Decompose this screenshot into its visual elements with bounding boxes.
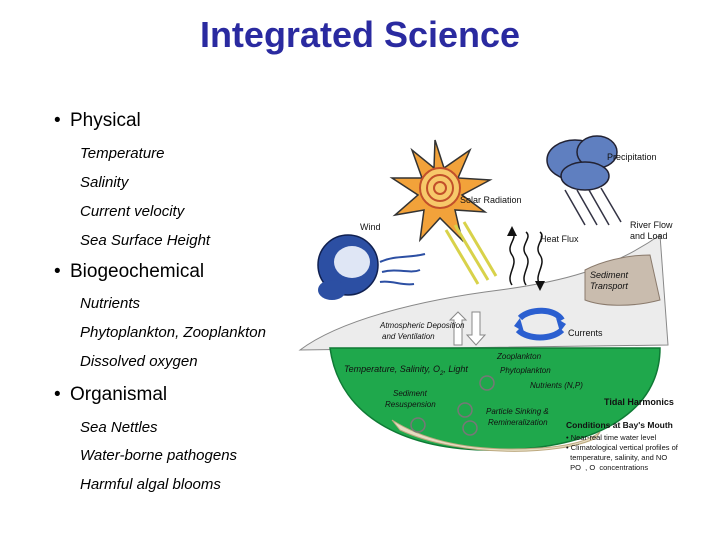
list-item: Phytoplankton, Zooplankton: [80, 324, 266, 341]
particle-sinking-label: Particle Sinking &: [486, 407, 549, 416]
recycle-arrows: [410, 375, 495, 436]
bullet-dot: •: [54, 384, 61, 405]
resuspension-label: Sediment: [393, 389, 428, 398]
phytoplankton-label: Phytoplankton: [500, 366, 551, 375]
resuspension-label-2: Resuspension: [385, 400, 436, 409]
conditions-title: Conditions at Bay's Mouth: [566, 420, 673, 430]
list-item: Harmful algal blooms: [80, 476, 221, 493]
water-props-end: , Light: [443, 364, 468, 374]
list-item: Salinity: [80, 174, 129, 191]
deposition-arrows: [448, 311, 487, 346]
conditions-line: • Climatological vertical profiles of: [566, 443, 679, 452]
zooplankton-label: Zooplankton: [496, 352, 542, 361]
river-flow-label: River Flow: [630, 220, 673, 230]
wind-face-icon: [317, 234, 379, 300]
heat-flux-label: Heat Flux: [540, 234, 579, 244]
bullet-organismal: • Organismal: [54, 384, 167, 406]
currents-icon: [515, 307, 565, 341]
list-item: Sea Nettles: [80, 419, 158, 436]
sediment-transport-label-2: Transport: [590, 281, 628, 291]
bullet-physical: • Physical: [54, 110, 141, 132]
list-item: Dissolved oxygen: [80, 353, 198, 370]
currents-label: Currents: [568, 328, 603, 338]
bullet-heading: Biogeochemical: [70, 261, 205, 282]
conditions-line: • Near-real time water level: [566, 433, 656, 442]
particle-sinking-label-2: Remineralization: [488, 418, 548, 427]
sediment-transport-label: Sediment: [590, 270, 629, 280]
sandy-bottom: [391, 419, 601, 452]
bullet-dot: •: [54, 110, 61, 131]
precipitation-label: Precipitation: [607, 152, 657, 162]
water-props-label: Temperature, Salinity, O2, Light: [344, 364, 468, 377]
water-props-text: Temperature, Salinity, O: [344, 364, 440, 374]
solar-rays: [444, 221, 498, 285]
bullet-dot: •: [54, 261, 61, 282]
water-props-sub: 2: [439, 371, 444, 377]
slide-title: Integrated Science: [199, 14, 521, 55]
bullet-heading: Physical: [70, 110, 141, 131]
solar-radiation-label: Solar Radiation: [460, 195, 522, 205]
shoreline-band: [298, 234, 669, 351]
sun-icon: [389, 139, 493, 243]
list-item: Sea Surface Height: [80, 232, 211, 249]
list-item: Temperature: [80, 145, 165, 162]
wind-label: Wind: [360, 222, 381, 232]
atm-deposition-label-2: and Ventilation: [382, 332, 435, 341]
tidal-harmonics-label: Tidal Harmonics: [604, 397, 674, 407]
river-load-label: and Load: [630, 231, 668, 241]
wind-streaks: [379, 253, 426, 286]
list-item: Water-borne pathogens: [80, 447, 238, 464]
atm-deposition-label: Atmospheric Deposition: [379, 321, 465, 330]
rain-lines: [564, 187, 622, 226]
bullet-biogeochemical: • Biogeochemical: [54, 261, 204, 283]
cloud-icon: [546, 135, 618, 191]
list-item: Current velocity: [80, 203, 185, 220]
bullet-heading: Organismal: [70, 384, 168, 405]
nutrients-label: Nutrients (N,P): [530, 381, 583, 390]
sediment-mound: [584, 254, 661, 306]
conditions-line: PO , O concentrations: [566, 463, 648, 472]
conditions-line: temperature, salinity, and NO: [566, 453, 667, 462]
heat-flux-arrows: [509, 231, 543, 286]
list-item: Nutrients: [80, 295, 141, 312]
